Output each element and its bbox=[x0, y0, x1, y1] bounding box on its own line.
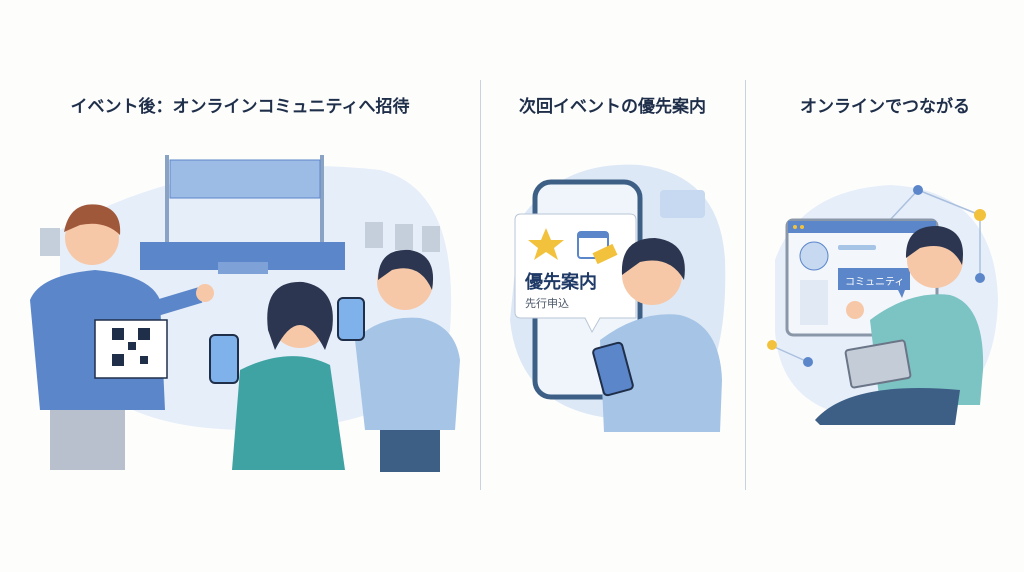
woman-with-phone bbox=[209, 281, 345, 470]
divider bbox=[745, 80, 746, 490]
man-with-laptop bbox=[815, 225, 984, 425]
divider bbox=[480, 80, 481, 490]
panel-1-title: イベント後：オンラインコミュニティへ招待 bbox=[70, 97, 410, 117]
ticket-icon bbox=[592, 243, 618, 265]
priority-card bbox=[514, 213, 637, 334]
panel-3-title: オンラインでつながる bbox=[800, 97, 970, 117]
panel-2-title: 次回イベントの優先案内 bbox=[519, 97, 706, 117]
star-icon bbox=[528, 228, 564, 260]
qr-code-icon bbox=[112, 328, 150, 366]
priority-card-subtitle: 先行申込 bbox=[525, 297, 569, 310]
priority-card-title: 優先案内 bbox=[525, 272, 597, 293]
community-bubble: コミュニティ bbox=[845, 277, 905, 288]
avatar-icon bbox=[799, 241, 829, 271]
man-with-tablet bbox=[592, 238, 722, 432]
man-with-phone bbox=[337, 249, 460, 472]
host-person bbox=[30, 204, 214, 470]
